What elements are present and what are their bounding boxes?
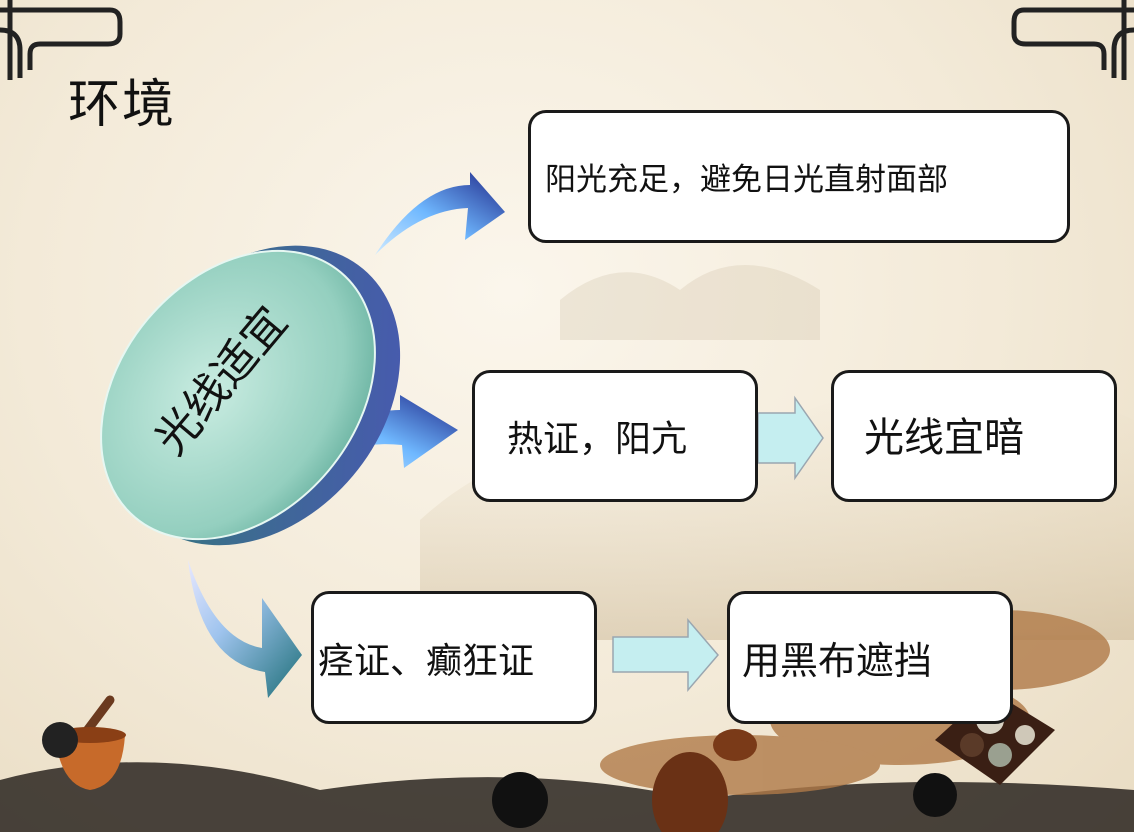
box-black-cloth: 用黑布遮挡 xyxy=(727,591,1013,724)
box-heat: 热证，阳亢 xyxy=(472,370,758,502)
center-disc xyxy=(100,245,401,546)
arrow-to-heat xyxy=(310,395,458,468)
corner-ornament-top-right xyxy=(1011,0,1134,80)
ink-ground xyxy=(0,762,1134,832)
box-heat-text: 热证，阳亢 xyxy=(507,419,688,460)
box-dim-light-text: 光线宜暗 xyxy=(864,415,1024,461)
ink-dot xyxy=(913,773,957,817)
box-dim-light: 光线宜暗 xyxy=(831,370,1117,502)
ink-dot xyxy=(42,722,78,758)
box-sunlight: 阳光充足，避免日光直射面部 xyxy=(528,110,1070,243)
box-sunlight-text: 阳光充足，避免日光直射面部 xyxy=(545,162,948,198)
box-convulsion-text: 痉证、癫狂证 xyxy=(318,640,535,682)
page-title: 环境 xyxy=(68,75,177,135)
arrow-to-sunlight xyxy=(375,172,505,255)
mountain-silhouette-far xyxy=(560,265,820,340)
box-convulsion: 痉证、癫狂证 xyxy=(311,591,597,724)
arrow-to-convulsion xyxy=(188,560,302,698)
connector-arrow-heat-to-dim xyxy=(757,395,824,481)
gourd xyxy=(652,729,757,832)
ink-dot xyxy=(492,772,548,828)
box-black-cloth-text: 用黑布遮挡 xyxy=(742,639,933,683)
corner-ornament-top-left xyxy=(0,0,123,80)
connector-arrow-convulsion-to-cloth xyxy=(612,617,719,693)
